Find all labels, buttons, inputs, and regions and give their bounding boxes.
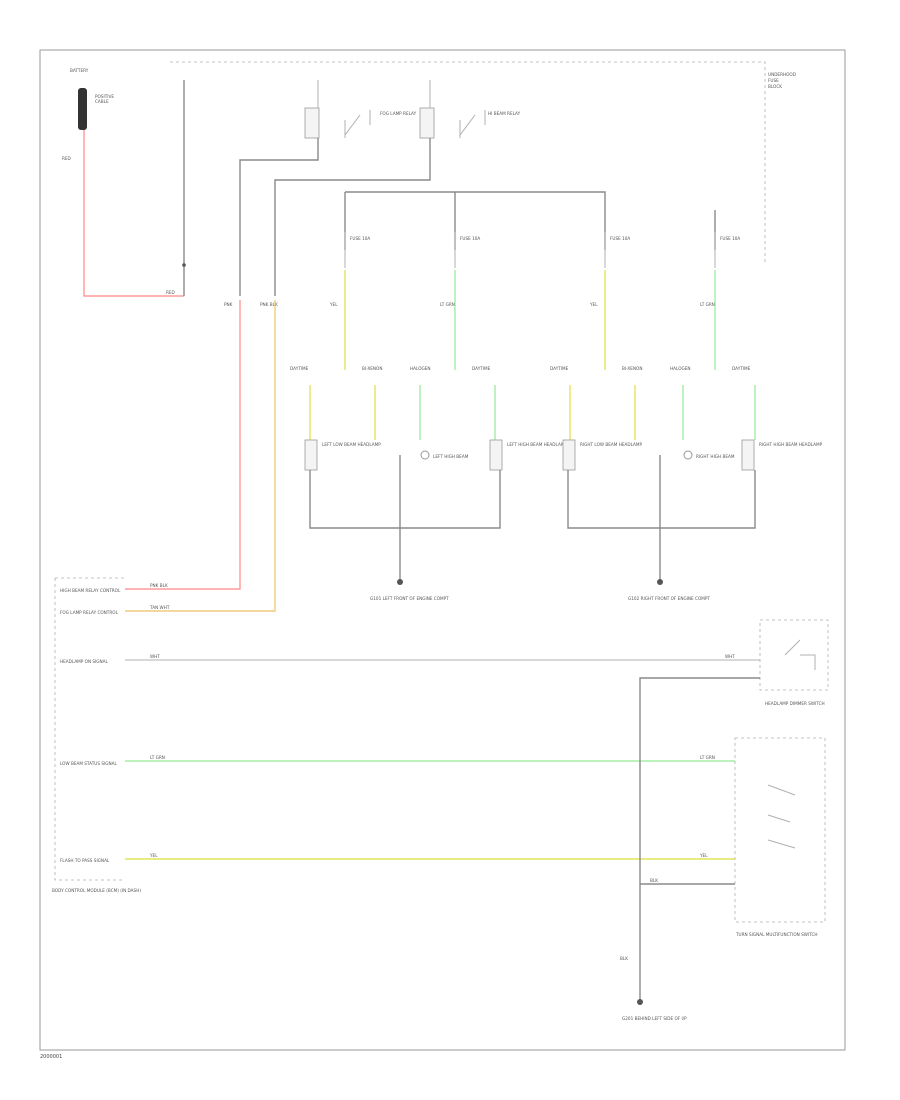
- group-label: BI-XENON: [362, 366, 383, 371]
- wire-label: LT GRN: [700, 755, 715, 760]
- bcm-pin-label: HIGH BEAM RELAY CONTROL: [60, 588, 121, 593]
- hi-beam-relay: HI BEAM RELAY: [419, 107, 521, 139]
- wire-label: PNK BLK: [260, 302, 278, 307]
- relay-to-bcm-wire-1: [239, 138, 319, 296]
- fog-control-wire: [125, 300, 276, 612]
- right-ground-bus: [567, 470, 756, 529]
- multifunction-switch-outline: [734, 737, 826, 923]
- group-label: HALOGEN: [410, 366, 431, 371]
- relay-label: FOG LAMP RELAY: [380, 111, 417, 116]
- fuse-1: FUSE 10A: [344, 232, 370, 268]
- fuse-2: FUSE 10A: [454, 232, 480, 268]
- battery-label: BATTERY: [70, 68, 89, 73]
- svg-text:BLOCK: BLOCK: [768, 84, 782, 89]
- svg-text:POSITIVE: POSITIVE: [95, 94, 114, 99]
- battery-icon: [78, 88, 87, 130]
- battery-wire: [83, 130, 184, 297]
- left-high-beam-lamp: LEFT HIGH BEAM: [420, 450, 469, 460]
- svg-text:RIGHT HIGH BEAM HEADLAMP: RIGHT HIGH BEAM HEADLAMP: [759, 442, 823, 447]
- svg-text:FUSE 10A: FUSE 10A: [460, 236, 480, 241]
- right-low-beam-lamp: RIGHT LOW BEAM HEADLAMP: [562, 439, 642, 471]
- wire-label: PNK: [224, 302, 233, 307]
- wire-label: YEL: [699, 853, 708, 858]
- bcm-pin-label: FOG LAMP RELAY CONTROL: [60, 610, 119, 615]
- wire-label: BLK: [620, 956, 628, 961]
- group-label: DAYTIME: [290, 366, 309, 371]
- battery-wire-label: RED: [62, 156, 71, 161]
- svg-text:RIGHT HIGH BEAM: RIGHT HIGH BEAM: [696, 454, 735, 459]
- fuse-bus: [345, 191, 606, 250]
- bcm-pin-label: HEADLAMP ON SIGNAL: [60, 659, 109, 664]
- wire-label: WHT: [150, 654, 160, 659]
- wire-label: WHT: [725, 654, 735, 659]
- group-label: DAYTIME: [550, 366, 569, 371]
- ground-label: G101 LEFT FRONT OF ENGINE COMPT: [370, 596, 449, 601]
- fuse-block-outline: [170, 61, 766, 262]
- figure-id: 2000001: [40, 1054, 62, 1060]
- wire-label: YEL: [589, 302, 598, 307]
- group-label: HALOGEN: [670, 366, 691, 371]
- fuse-block-label: UNDERHOOD: [768, 72, 796, 77]
- ground-icon: [637, 999, 643, 1005]
- right-high-beam-headlamp: RIGHT HIGH BEAM HEADLAMP: [741, 439, 823, 471]
- svg-text:RIGHT LOW BEAM HEADLAMP: RIGHT LOW BEAM HEADLAMP: [580, 442, 642, 447]
- hi-beam-control-wire: [125, 300, 241, 590]
- wire-label: PNK BLK: [150, 583, 168, 588]
- fog-lamp-relay: FOG LAMP RELAY: [304, 107, 417, 139]
- svg-text:CABLE: CABLE: [95, 99, 109, 104]
- relay-to-bcm-wire-2: [274, 138, 431, 296]
- relay-label: HI BEAM RELAY: [488, 111, 521, 116]
- ground-icon: [397, 579, 403, 585]
- dimmer-switch-icon: [784, 639, 816, 670]
- diagram-frame: [39, 49, 846, 1051]
- svg-text:FUSE 10A: FUSE 10A: [720, 236, 740, 241]
- ground-label: G102 RIGHT FRONT OF ENGINE COMPT: [628, 596, 710, 601]
- svg-text:FUSE: FUSE: [768, 78, 779, 83]
- wire-label: LT GRN: [150, 755, 165, 760]
- wire-label: YEL: [149, 853, 158, 858]
- bcm-label: BODY CONTROL MODULE (BCM) (IN DASH): [52, 888, 141, 893]
- wire-label: LT GRN: [440, 302, 455, 307]
- multifunction-switch-icon: [767, 784, 796, 849]
- svg-text:LEFT HIGH BEAM HEADLAMP: LEFT HIGH BEAM HEADLAMP: [507, 442, 567, 447]
- ground-icon: [657, 579, 663, 585]
- svg-text:LEFT LOW BEAM HEADLAMP: LEFT LOW BEAM HEADLAMP: [322, 442, 381, 447]
- multifunction-switch-label: TURN SIGNAL MULTIFUNCTION SWITCH: [735, 932, 818, 937]
- bcm-pin-label: FLASH TO PASS SIGNAL: [60, 858, 110, 863]
- left-ground-bus: [309, 470, 501, 529]
- left-low-beam-lamp: LEFT LOW BEAM HEADLAMP: [304, 439, 381, 471]
- ground-label: G201 BEHIND LEFT SIDE OF I/P: [622, 1016, 687, 1021]
- fuse-3: FUSE 10A: [604, 232, 630, 268]
- bcm-outline: [54, 577, 125, 881]
- relay-feed-wires: [317, 80, 431, 108]
- bcm-pin-label: LOW BEAM STATUS SIGNAL: [60, 761, 117, 766]
- fuse-4: FUSE 10A: [714, 232, 740, 268]
- dimmer-switch-label: HEADLAMP DIMMER SWITCH: [765, 701, 825, 706]
- svg-text:LEFT HIGH BEAM: LEFT HIGH BEAM: [433, 454, 469, 459]
- wire-label: TAN WHT: [149, 605, 170, 610]
- right-high-beam-lamp: RIGHT HIGH BEAM: [683, 450, 735, 460]
- dimmer-switch-outline: [759, 619, 829, 691]
- wire-label: LT GRN: [700, 302, 715, 307]
- splice-wire-label: RED: [166, 290, 175, 295]
- wire-label: YEL: [329, 302, 338, 307]
- dimmer-ground-wire: [639, 677, 760, 1000]
- group-label: BI-XENON: [622, 366, 643, 371]
- group-label: DAYTIME: [472, 366, 491, 371]
- wire-label: BLK: [650, 878, 658, 883]
- svg-text:FUSE 10A: FUSE 10A: [610, 236, 630, 241]
- svg-text:FUSE 10A: FUSE 10A: [350, 236, 370, 241]
- group-label: DAYTIME: [732, 366, 751, 371]
- left-high-beam-headlamp: LEFT HIGH BEAM HEADLAMP: [489, 439, 567, 471]
